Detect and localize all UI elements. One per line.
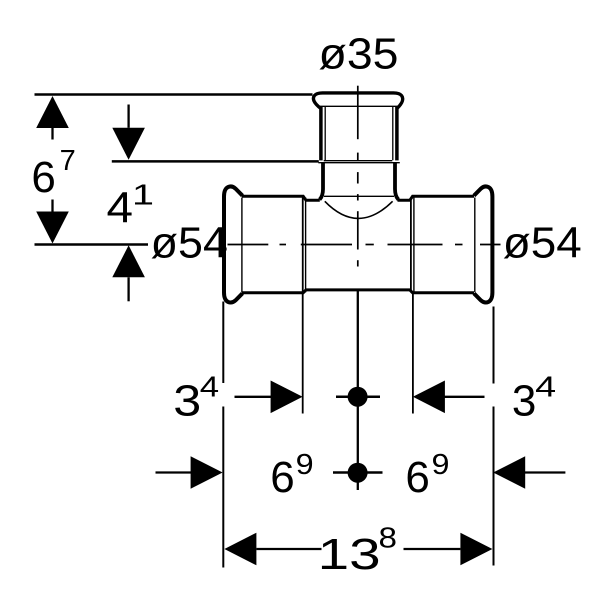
svg-text:8: 8 [379, 523, 398, 555]
svg-text:4: 4 [200, 371, 219, 403]
svg-text:3: 3 [173, 377, 201, 426]
svg-text:ø54: ø54 [503, 218, 582, 267]
svg-text:ø35: ø35 [319, 30, 399, 79]
svg-text:6: 6 [270, 453, 294, 502]
svg-text:ø54: ø54 [151, 218, 228, 267]
svg-text:1: 1 [132, 180, 154, 212]
svg-text:9: 9 [296, 449, 314, 481]
svg-text:4: 4 [535, 371, 556, 403]
svg-text:4: 4 [107, 184, 134, 233]
svg-text:7: 7 [60, 145, 76, 177]
svg-text:6: 6 [31, 153, 55, 202]
svg-text:6: 6 [405, 453, 429, 502]
svg-text:9: 9 [432, 449, 450, 481]
svg-text:13: 13 [318, 530, 381, 579]
svg-text:3: 3 [512, 377, 537, 426]
